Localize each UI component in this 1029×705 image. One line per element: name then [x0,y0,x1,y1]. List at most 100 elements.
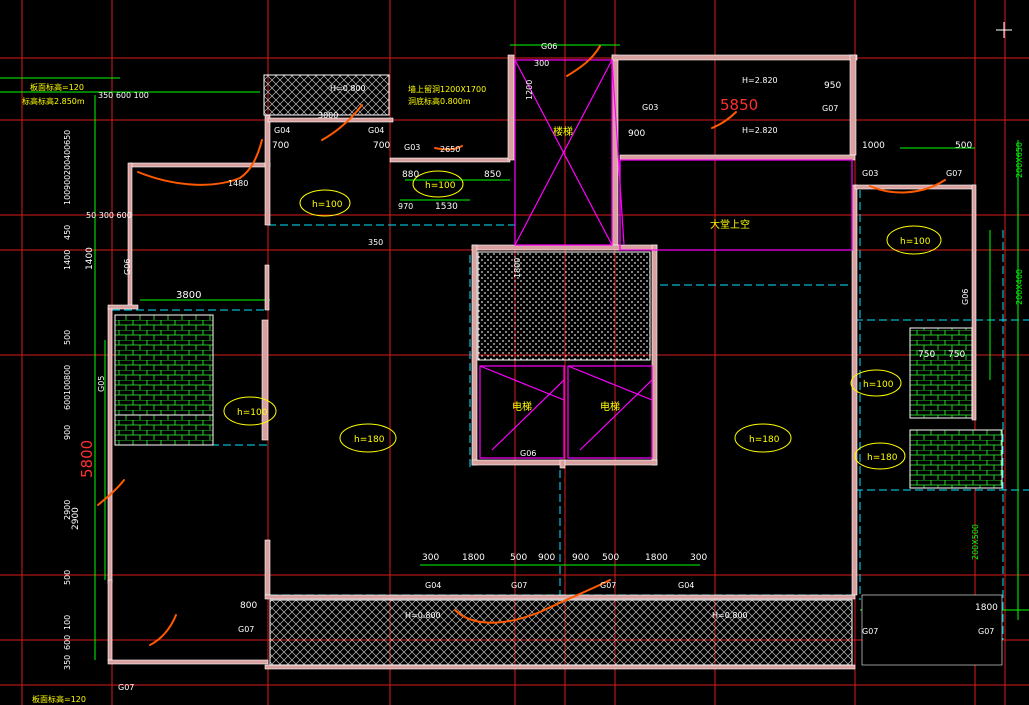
dimension-lines [0,44,1029,660]
dim-200x500: 200X500 [971,524,980,560]
dim-row-right-1: 500 [602,553,619,563]
dim-row-right: 900 500 1800 300 [572,553,707,563]
left-dim-16: 350 [63,655,72,670]
dim-2650: 2650 [440,145,460,154]
slab-1: h=100 [312,200,343,210]
tag-g04-d: G04 [678,581,694,590]
tag-g04-c: G04 [425,581,441,590]
dim-row-left-1: 1800 [462,553,485,563]
dim-3800: 3800 [176,290,201,301]
dim-750a: 750 [918,350,935,360]
left-dim-9: 100 [63,380,72,395]
slab-8: h=180 [867,453,898,463]
tag-g06-top: G06 [541,42,557,51]
slab-5: h=180 [354,435,385,445]
level-5: H=0.800 [712,611,748,620]
tag-g05: G05 [97,376,106,392]
level-4: H=0.800 [405,611,441,620]
level-2: H=2.820 [742,126,778,135]
crosshair-cursor [996,22,1012,38]
dim-850: 850 [484,170,501,180]
dim-200x650: 200X650 [1015,142,1024,178]
note-top-left-b: 标高标高2.850m [22,96,85,106]
left-dim-10: 600 [63,395,72,410]
dim-row-left-2: 500 [510,553,527,563]
bottom-right-room [861,594,1003,666]
left-dim-14: 100 [63,615,72,630]
left-vertical-dims: 6504002009001004501400500800100600900290… [63,130,72,670]
dim-900: 900 [628,129,645,139]
tag-g07-d: G07 [600,581,616,590]
tag-g06-right: G06 [961,289,970,305]
tag-g07-h: G07 [118,683,134,692]
tag-g06-lift: G06 [520,449,536,458]
left-dim-15: 600 [63,635,72,650]
dim-970: 970 [398,202,413,211]
dim-300: 300 [534,59,549,68]
tag-g04-a: G04 [274,126,290,135]
dim-row-left: 300 1800 500 900 [422,553,555,563]
tag-g03-a: G03 [404,143,420,152]
dim-1530: 1530 [435,202,458,212]
plan-text: 大堂上空 楼梯 电梯 电梯 h=100 h=100 h=100 h=100 h=… [22,42,1024,704]
left-brick-wall [114,314,214,416]
note-top-left-a: 板面标高=120 [30,82,84,92]
dim-200x400: 200X400 [1015,269,1024,305]
left-dim-8: 800 [63,365,72,380]
dim-800: 800 [240,601,257,611]
dim-1000: 1000 [862,141,885,151]
tag-g07-a: G07 [822,104,838,113]
tag-g07-c: G07 [511,581,527,590]
dim-row-left-0: 300 [422,553,439,563]
left-dim-13: 500 [63,570,72,585]
slab-2: h=100 [425,181,456,191]
tag-g04-b: G04 [368,126,384,135]
left-dim-11: 900 [63,425,72,440]
lift-lobby-pattern [477,251,651,361]
left-dim-0: 650 [63,130,72,145]
tag-g06-left: G06 [123,259,132,275]
left-dim-12: 2900 [63,500,72,520]
magenta-outlines [479,59,853,459]
dim-row-right-3: 300 [690,553,707,563]
dim-1400: 1400 [85,247,95,270]
tag-g07-b: G07 [946,169,962,178]
left-dim-2: 200 [63,160,72,175]
slab-tags [223,170,942,470]
note-top-mid-b: 洞底标高0.800m [408,96,471,106]
left-brick-wall-2 [114,414,214,446]
dim-700b: 700 [373,141,390,151]
red-markups [97,45,946,646]
dim-1800b: 1800 [975,603,998,613]
top-balcony-hatch [263,74,390,116]
tag-g03-c: G03 [862,169,878,178]
dim-880: 880 [402,170,419,180]
note-bottom-left: 板面标高=120 [32,694,86,704]
right-brick-wall [909,327,973,419]
dim-1200: 1200 [525,80,534,100]
level-1: H=2.820 [742,76,778,85]
dim-1480: 1480 [228,179,248,188]
tag-g03-b: G03 [642,103,658,112]
left-dim-1: 400 [63,145,72,160]
slab-4: h=100 [237,408,268,418]
tag-g07-g: G07 [978,627,994,636]
slab-7: h=100 [863,380,894,390]
dim-700a: 700 [272,141,289,151]
level-3: H=0.800 [330,84,366,93]
dim-500: 500 [955,141,972,151]
dim-950: 950 [824,81,841,91]
right-brick-wall-2 [909,429,1003,489]
dim-top-left-2: 50 300 600 [86,211,132,220]
note-top-mid-a: 墙上留洞1200X1700 [408,84,486,94]
label-elevator-right: 电梯 [600,400,620,413]
left-dim-4: 100 [63,190,72,205]
label-hall: 大堂上空 [710,218,750,231]
dim-750b: 750 [948,350,965,360]
tag-g07-e: G07 [238,625,254,634]
dim-top-left: 350 600 100 [98,91,149,100]
dim-row-right-0: 900 [572,553,589,563]
dim-5850: 5850 [720,96,758,114]
dim-350: 350 [368,238,383,247]
